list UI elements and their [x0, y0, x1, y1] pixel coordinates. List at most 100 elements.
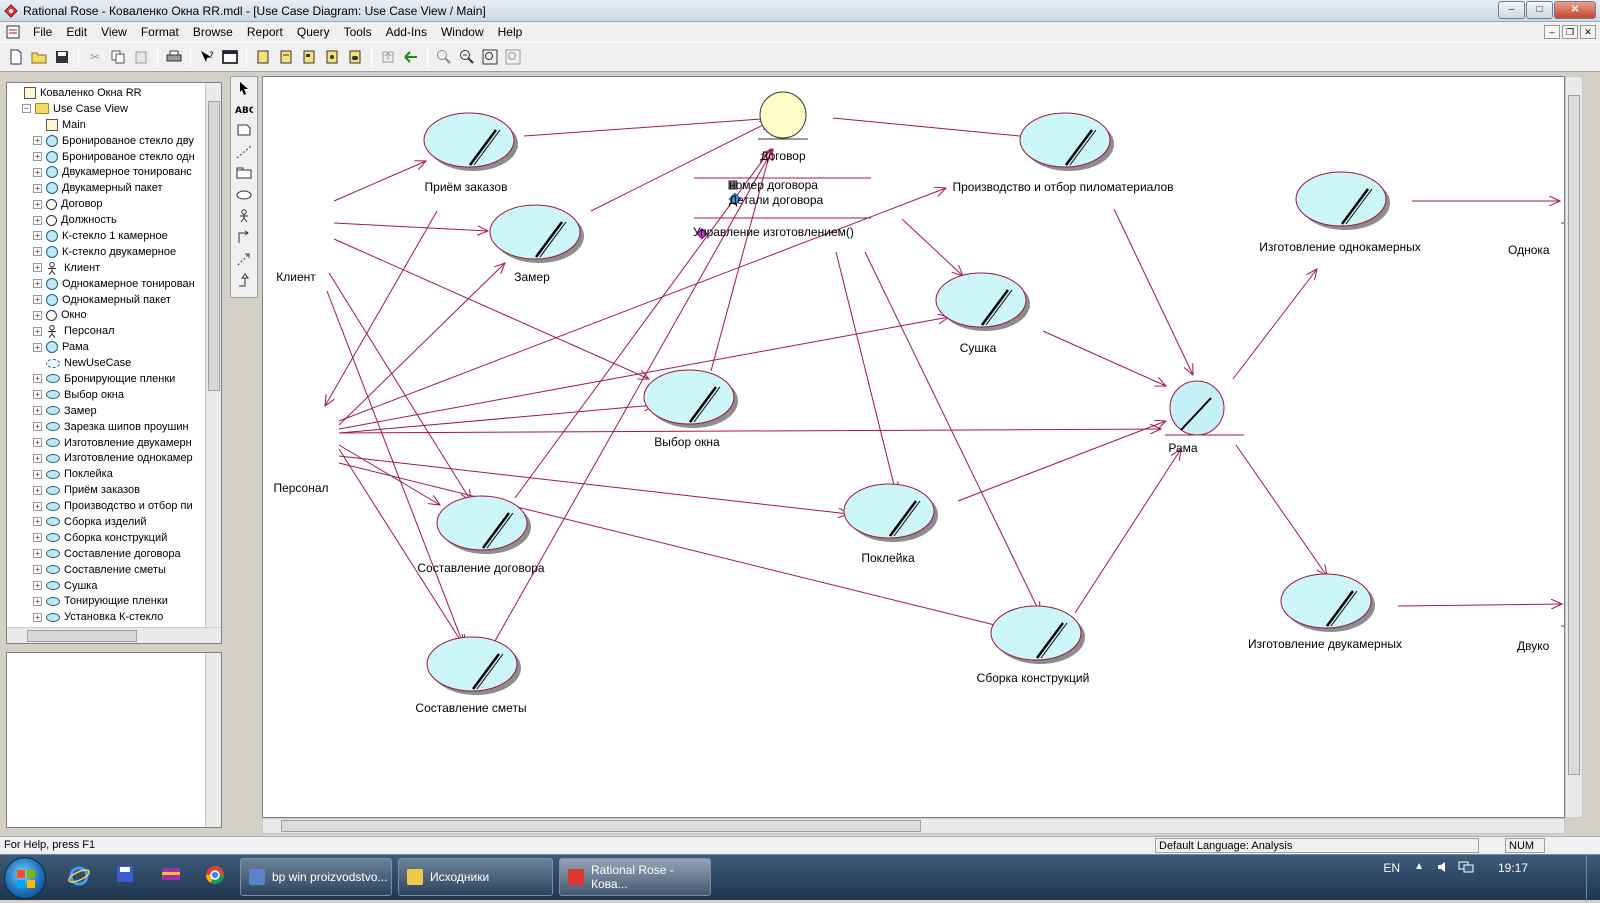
undo-fit-icon[interactable]	[503, 47, 523, 67]
association-line[interactable]	[325, 210, 438, 406]
association-line[interactable]	[333, 238, 649, 379]
boundary-class-frame[interactable]	[1165, 380, 1244, 436]
usecase-gluing[interactable]	[843, 483, 938, 542]
association-line[interactable]	[1397, 604, 1562, 606]
package-icon[interactable]	[231, 163, 257, 184]
expand-node-icon[interactable]: +	[33, 199, 42, 209]
task-bpwin[interactable]: bp win proizvodstvo...	[240, 858, 392, 896]
label-usecase-drying[interactable]: Сушка	[959, 341, 997, 355]
expand-node-icon[interactable]: +	[33, 549, 42, 559]
browser-tree-item[interactable]: +Однокамерное тонирован	[7, 276, 205, 292]
cut-icon[interactable]: ✂	[89, 50, 101, 64]
task-explorer[interactable]: Исходники	[398, 858, 553, 896]
association-line[interactable]	[1074, 449, 1181, 614]
label-usecase-assembly[interactable]: Сборка конструкций	[976, 671, 1090, 685]
browse-component-diagram-icon[interactable]	[299, 47, 319, 67]
browse-deployment-diagram-icon[interactable]	[322, 47, 342, 67]
expand-node-icon[interactable]: +	[33, 342, 42, 352]
browser-tree-item[interactable]: Коваленко Окна RR	[7, 85, 205, 101]
browser-horizontal-scroll-thumb[interactable]	[27, 630, 137, 642]
association-line[interactable]	[864, 251, 1040, 613]
fit-in-window-icon[interactable]	[480, 47, 500, 67]
print-icon[interactable]	[164, 47, 184, 67]
browser-tree-item[interactable]: +Производство и отбор пи	[7, 498, 205, 514]
browse-interaction-diagram-icon[interactable]	[276, 47, 296, 67]
browser-tree-item[interactable]: +Двукамерный пакет	[7, 180, 205, 196]
browser-tree-item[interactable]: +Бронированое стекло одн	[7, 149, 205, 165]
use-case-icon[interactable]	[231, 184, 257, 205]
menu-query[interactable]: Query	[296, 25, 330, 39]
expand-node-icon[interactable]: +	[33, 422, 42, 432]
usecase-contract-make[interactable]	[436, 495, 531, 554]
menu-add-ins[interactable]: Add-Ins	[385, 25, 427, 39]
label-usecase-contract-make[interactable]: Составление договора	[417, 561, 545, 575]
usecase-production[interactable]	[1019, 112, 1114, 171]
expand-node-icon[interactable]: +	[33, 517, 42, 527]
browser-tree-item[interactable]: +Сборка изделий	[7, 514, 205, 530]
label-usecase-single-cut[interactable]: Однока	[1508, 243, 1550, 257]
association-line[interactable]	[957, 421, 1166, 502]
label-usecase-estimate[interactable]: Составление сметы	[415, 701, 527, 715]
browser-tree-item[interactable]: +Однокамерный пакет	[7, 292, 205, 308]
expand-node-icon[interactable]: +	[33, 406, 42, 416]
contract-operation-manage[interactable]: Управление изготовлением()	[693, 225, 854, 239]
document-system-menu-icon[interactable]	[6, 25, 20, 39]
association-line[interactable]	[338, 188, 946, 422]
association-line[interactable]	[328, 272, 471, 501]
show-desktop-button[interactable]	[1586, 855, 1600, 901]
expand-node-icon[interactable]: +	[33, 453, 42, 463]
internet-explorer-icon[interactable]	[66, 865, 92, 891]
association-line[interactable]	[326, 290, 464, 646]
label-usecase-double-cut[interactable]: Двуко	[1517, 639, 1550, 653]
expand-node-icon[interactable]: +	[33, 485, 42, 495]
expand-node-icon[interactable]: +	[33, 183, 42, 193]
usecase-single[interactable]	[1295, 171, 1390, 230]
label-usecase-double[interactable]: Изготовление двукамерных	[1248, 637, 1402, 651]
association-line[interactable]	[333, 222, 488, 231]
menu-view[interactable]: View	[101, 25, 127, 39]
generalization-icon[interactable]	[231, 270, 257, 291]
expand-node-icon[interactable]: +	[33, 501, 42, 511]
paste-icon[interactable]	[131, 47, 151, 67]
browser-tree-item[interactable]: +Изготовление однокамер	[7, 450, 205, 466]
floppy-save-icon[interactable]	[112, 865, 138, 891]
selection-arrow-icon[interactable]	[231, 77, 257, 98]
contract-attribute-number[interactable]: номер договора	[729, 178, 818, 192]
expand-node-icon[interactable]: +	[33, 469, 42, 479]
association-line[interactable]	[494, 149, 773, 642]
new-icon[interactable]	[6, 47, 26, 67]
browser-tree-item[interactable]: +К-стекло 1 камерное	[7, 228, 205, 244]
label-usecase-production[interactable]: Производство и отбор пиломатериалов	[952, 180, 1174, 194]
menu-tools[interactable]: Tools	[343, 25, 372, 39]
save-icon[interactable]	[52, 47, 72, 67]
note-icon[interactable]	[231, 120, 257, 141]
unidirectional-association-icon[interactable]	[231, 227, 257, 248]
canvas-horizontal-scroll-thumb[interactable]	[281, 820, 921, 832]
volume-icon[interactable]	[1436, 860, 1450, 877]
document-restore-button[interactable]: ❐	[1562, 25, 1578, 39]
usecase-assembly[interactable]	[990, 605, 1085, 664]
browser-tree-item[interactable]: +Выбор окна	[7, 387, 205, 403]
expand-node-icon[interactable]: +	[33, 390, 42, 400]
expand-node-icon[interactable]: +	[33, 374, 42, 384]
label-usecase-choose[interactable]: Выбор окна	[654, 435, 720, 449]
open-folder-icon[interactable]	[29, 47, 49, 67]
context-help-icon[interactable]: ?	[197, 47, 217, 67]
label-class-frame[interactable]: Рама	[1168, 441, 1198, 455]
expand-node-icon[interactable]: +	[33, 167, 42, 177]
canvas-horizontal-scrollbar[interactable]	[262, 818, 1565, 834]
show-hidden-icons-icon[interactable]: ▲	[1414, 861, 1424, 872]
association-line[interactable]	[338, 263, 505, 426]
browser-vertical-scroll-thumb[interactable]	[208, 101, 220, 391]
label-actor-client[interactable]: Клиент	[276, 270, 316, 284]
browser-tree-item[interactable]: +Рама	[7, 339, 205, 355]
usecase-choose[interactable]	[643, 369, 738, 428]
association-line[interactable]	[1232, 269, 1317, 380]
menu-window[interactable]: Window	[440, 25, 484, 39]
menu-edit[interactable]: Edit	[66, 25, 88, 39]
browse-parent-icon[interactable]	[378, 47, 398, 67]
browser-tree-item[interactable]: +Бронирующие пленки	[7, 371, 205, 387]
document-minimize-button[interactable]: –	[1544, 25, 1560, 39]
association-line[interactable]	[333, 161, 426, 202]
label-usecase-gluing[interactable]: Поклейка	[861, 551, 915, 565]
